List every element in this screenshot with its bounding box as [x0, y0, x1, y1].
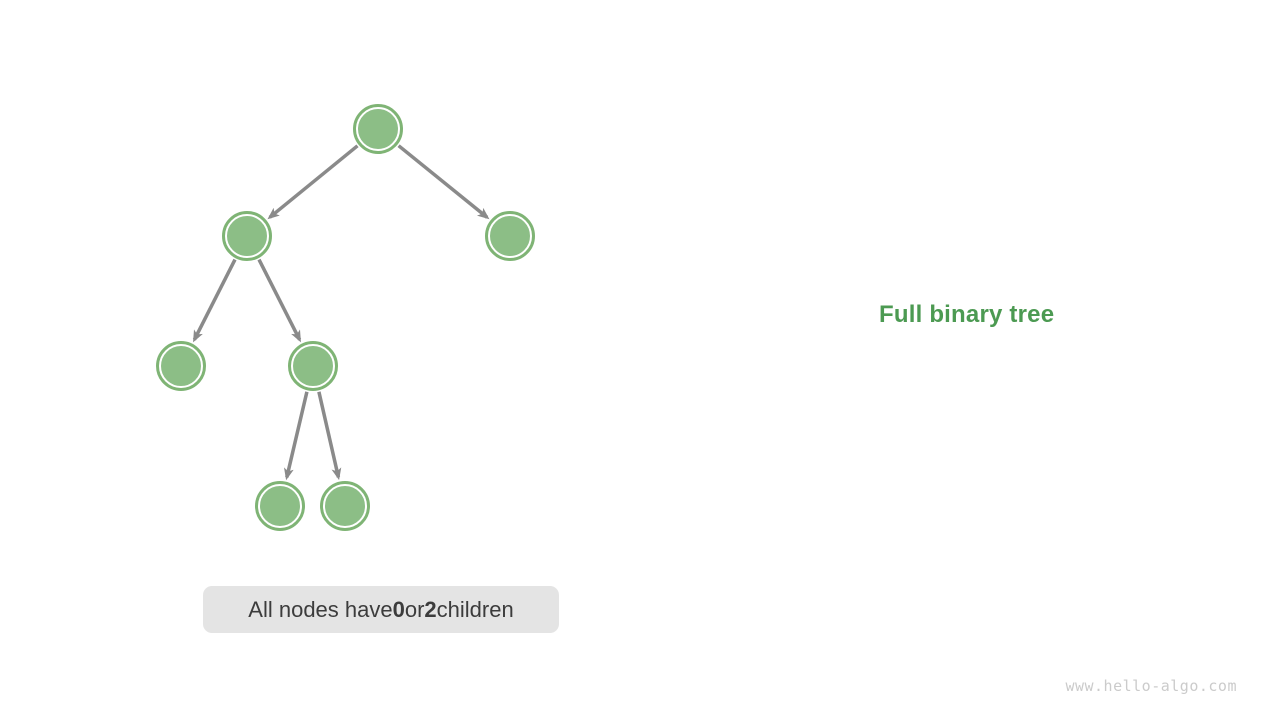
tree-node	[320, 481, 370, 531]
tree-node	[485, 211, 535, 261]
tree-edge	[267, 144, 359, 220]
watermark: www.hello-algo.com	[1065, 677, 1237, 695]
tree-edge	[397, 144, 490, 220]
tree-node	[156, 341, 206, 391]
tree-node	[288, 341, 338, 391]
caption-text-part: All nodes have	[248, 596, 393, 622]
tree-edge	[317, 391, 342, 481]
caption-bold-zero: 0	[392, 596, 405, 622]
caption-box: All nodes have 0 or 2 children	[203, 586, 559, 633]
tree-node	[222, 211, 272, 261]
tree-node	[255, 481, 305, 531]
caption-bold-two: 2	[424, 596, 437, 622]
tree-edges	[192, 144, 490, 481]
tree-nodes	[156, 104, 535, 531]
caption-text-part: children	[436, 596, 514, 622]
diagram-title: Full binary tree	[879, 301, 1055, 328]
tree-node	[353, 104, 403, 154]
tree-edge	[283, 391, 309, 481]
tree-edge	[257, 258, 302, 343]
caption-text-part: or	[404, 596, 425, 622]
tree-edge	[192, 258, 237, 343]
